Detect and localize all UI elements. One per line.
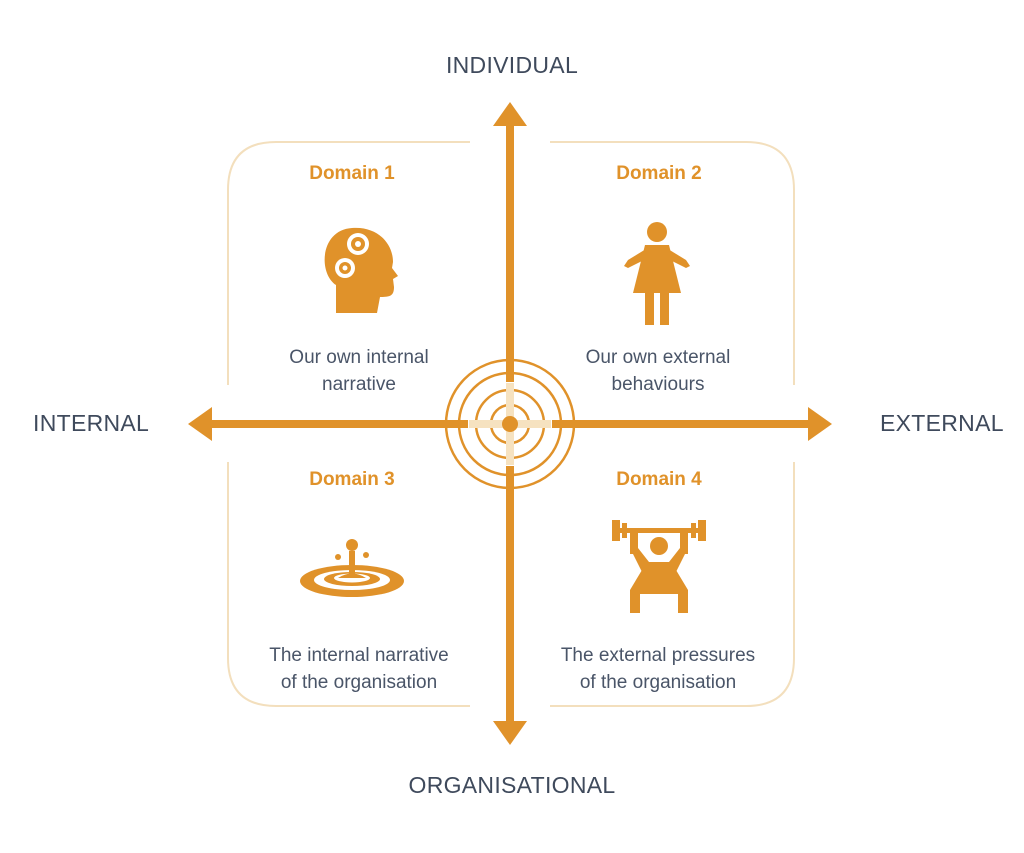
axis-label-right: EXTERNAL [880, 410, 1004, 436]
target-center-dot [502, 416, 518, 432]
horizontal-axis [188, 407, 832, 441]
weightlifter-icon [612, 520, 706, 613]
vertical-axis [493, 102, 527, 745]
head-with-gears-icon [324, 227, 398, 313]
quadrant-frame-top-right [550, 141, 795, 385]
quadrant-frame-top-left [227, 141, 470, 385]
domain-2-description-line-1: Our own external [585, 347, 731, 368]
domain-1-description-line-1: Our own internal [289, 347, 429, 368]
axis-label-top: INDIVIDUAL [445, 52, 579, 78]
arrow-up-icon [493, 102, 527, 126]
arrow-right-icon [808, 407, 832, 441]
domain-3-description-line-2: of the organisation [280, 672, 438, 693]
domain-4-title: Domain 4 [616, 469, 702, 490]
water-ripple-icon [300, 539, 404, 597]
domain-3-description: The internal narrative of the organisati… [229, 642, 489, 696]
arrow-left-icon [188, 407, 212, 441]
domain-4-description-line-1: The external pressures [560, 645, 756, 666]
domain-1-description: Our own internal narrative [229, 344, 489, 398]
domain-4-description: The external pressures of the organisati… [528, 642, 788, 696]
domain-1-description-line-2: narrative [322, 374, 396, 395]
axis-label-left: INTERNAL [33, 410, 150, 436]
person-shrugging-icon [624, 222, 690, 325]
arrow-down-icon [493, 721, 527, 745]
domain-3-description-line-1: The internal narrative [269, 645, 449, 666]
axis-label-bottom: ORGANISATIONAL [408, 772, 616, 798]
domain-2-description-line-2: behaviours [611, 374, 705, 395]
quadrant-frame-bottom-left [227, 462, 470, 707]
domain-4-description-line-2: of the organisation [579, 672, 737, 693]
quadrant-frame-bottom-right [550, 462, 795, 707]
domain-3-title: Domain 3 [309, 469, 395, 490]
domain-2-title: Domain 2 [616, 163, 702, 184]
domain-1-title: Domain 1 [309, 163, 395, 184]
domain-2-description: Our own external behaviours [528, 344, 788, 398]
